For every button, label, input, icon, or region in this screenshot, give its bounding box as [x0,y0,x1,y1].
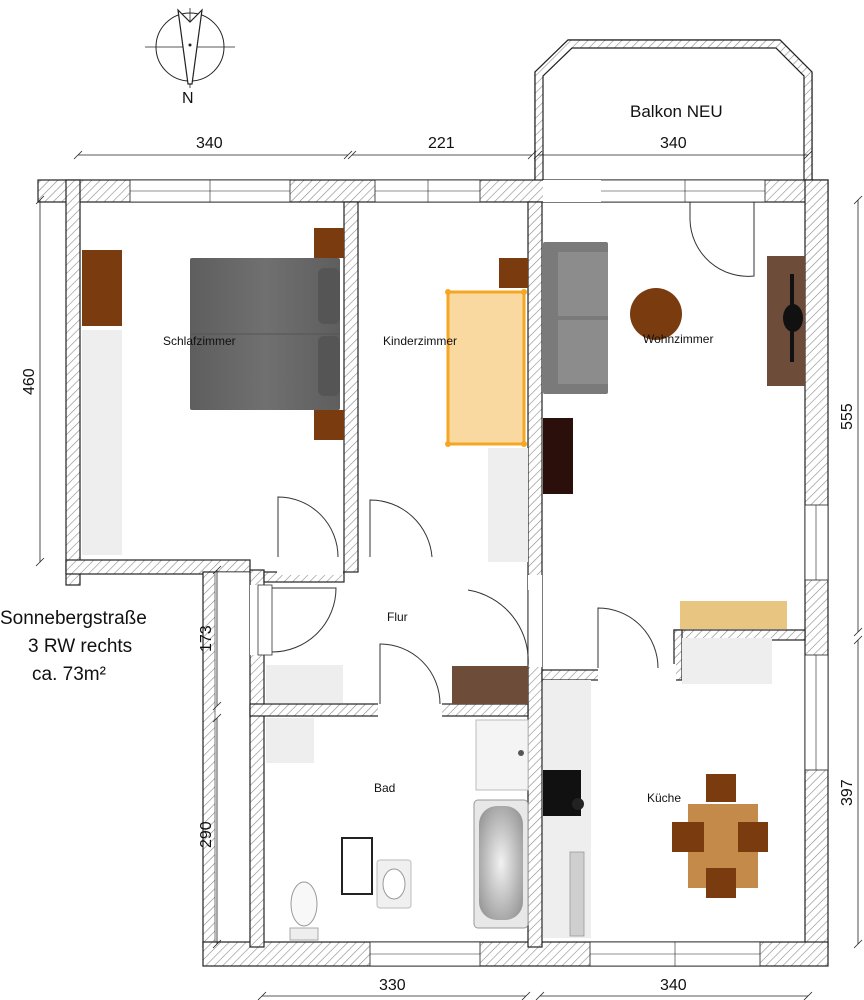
nightstand-bottom [314,410,344,440]
kitchen-counter-top [682,638,772,684]
room-flur: Flur [266,610,528,704]
chair-top [706,774,736,802]
flur-cabinet [266,665,343,703]
bad-cabinet [266,718,314,763]
dimensions: 340 221 340 460 173 290 555 397 330 340 [21,135,863,1000]
room-label-balkon: Balkon NEU [630,102,723,121]
room-label-schlafzimmer: Schlafzimmer [163,334,236,348]
room-kueche: Küche [543,638,772,938]
side-cabinet [543,418,573,494]
address-line3: ca. 73m² [32,664,106,685]
round-table [630,288,682,340]
walls [37,179,829,967]
kitchen-sink [569,851,585,937]
nightstand-top [314,228,344,258]
dim-right-kueche: 397 [839,779,856,806]
doors [257,202,755,705]
dim-left-bad: 290 [198,821,215,848]
room-bad: Bad [266,718,529,941]
pillow-top [318,268,340,324]
room-label-kinderzimmer: Kinderzimmer [383,334,457,348]
dim-left-schlafzimmer: 460 [21,368,38,395]
dim-top-wohnzimmer: 340 [660,135,687,152]
dim-bottom-kueche: 340 [660,977,687,994]
room-label-kueche: Küche [647,791,681,805]
dim-top-kinderzimmer: 221 [428,135,455,152]
chair-left [672,822,704,852]
sideboard [680,601,787,629]
wardrobe [82,330,122,555]
room-label-wohnzimmer: Wohnzimmer [643,332,713,346]
flur-bench [452,666,528,704]
room-label-flur: Flur [387,610,408,624]
shelf [499,258,528,288]
dim-right-wohnzimmer: 555 [839,403,856,430]
address-line1: Sonnebergstraße [0,608,147,629]
room-wohnzimmer: Wohnzimmer [543,242,805,629]
dresser [82,250,122,326]
compass-needle-icon [177,8,203,85]
dim-bottom-bad: 330 [379,977,406,994]
kids-bed-selected[interactable] [446,290,526,446]
chair-right [738,822,768,852]
compass-label: N [182,90,194,107]
kids-wardrobe [488,448,528,562]
address-line2: 3 RW rechts [28,636,132,657]
address-block: Sonnebergstraße 3 RW rechts ca. 73m² [0,608,147,685]
balcony: Balkon NEU [534,39,813,183]
mirror-frame [341,837,373,895]
room-schlafzimmer: Schlafzimmer [82,228,344,555]
compass: N [145,8,235,107]
dim-left-flur: 173 [198,625,215,652]
room-label-bad: Bad [374,781,395,795]
chair-bottom [706,868,736,898]
pillow-bottom [318,336,340,396]
room-kinderzimmer: Kinderzimmer [383,258,528,562]
dim-top-schlafzimmer: 340 [196,135,223,152]
toilet [289,927,319,941]
